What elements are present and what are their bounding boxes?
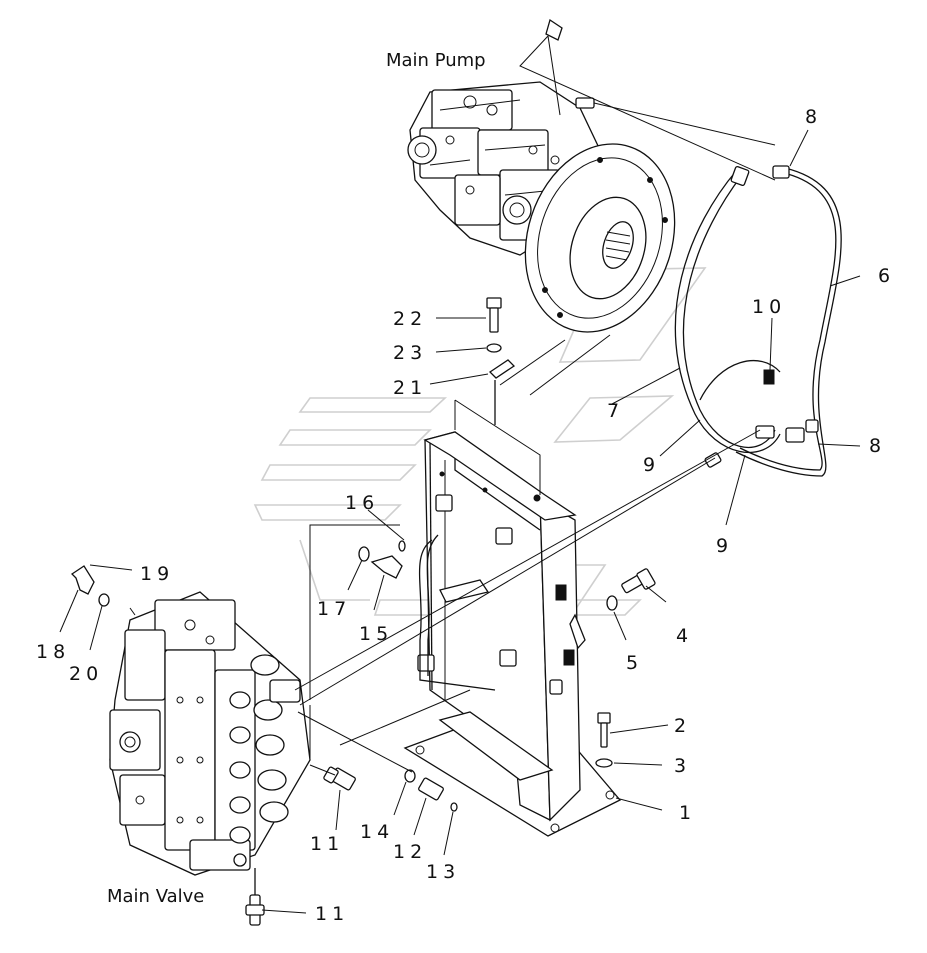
- fitting-12: [418, 777, 444, 801]
- sensor-11-bottom: [245, 868, 265, 926]
- callout-21: 21: [393, 377, 427, 399]
- clamp-21: [488, 359, 516, 425]
- callout-9-upper: 9: [643, 454, 660, 476]
- main-valve: [109, 591, 311, 876]
- leader-lines-pump: [519, 35, 776, 181]
- callout-8-right: 8: [869, 435, 886, 457]
- callout-11-bottom: 11: [315, 903, 349, 925]
- elbow-18: [70, 565, 95, 595]
- o-ring-16: [398, 540, 406, 552]
- callout-7: 7: [607, 400, 624, 422]
- fitting-15: [370, 555, 403, 579]
- main-pump-label: Main Pump: [386, 50, 486, 71]
- callout-17: 17: [317, 598, 351, 620]
- main-pump: [407, 18, 676, 333]
- o-ring-17: [358, 546, 370, 562]
- washer-5: [606, 595, 618, 611]
- callout-6: 6: [878, 265, 895, 287]
- callout-5: 5: [626, 652, 643, 674]
- callout-23: 23: [393, 342, 427, 364]
- callout-10: 10: [752, 296, 786, 318]
- callout-4: 4: [676, 625, 693, 647]
- bolt-2: [597, 712, 611, 748]
- callout-14: 14: [360, 821, 394, 843]
- callout-19: 19: [140, 563, 174, 585]
- o-ring-14: [404, 769, 416, 783]
- mounting-bracket-1: [403, 431, 622, 837]
- sensor-11-middle: [323, 766, 356, 791]
- bolt-4: [621, 568, 656, 594]
- callout-3: 3: [674, 755, 691, 777]
- callout-2: 2: [674, 715, 691, 737]
- main-valve-label: Main Valve: [107, 886, 204, 907]
- bolt-22: [486, 297, 502, 333]
- callout-9-lower: 9: [716, 535, 733, 557]
- hose-assembly-6: [674, 165, 842, 477]
- callout-11-middle: 11: [310, 833, 344, 855]
- callout-12: 12: [393, 841, 427, 863]
- o-ring-20: [98, 593, 110, 607]
- callout-13: 13: [426, 861, 460, 883]
- callout-leaders: [59, 129, 861, 914]
- o-ring-13: [450, 802, 458, 812]
- callout-16: 16: [345, 492, 379, 514]
- callout-20: 20: [69, 663, 103, 685]
- washer-3: [595, 758, 613, 768]
- callout-18: 18: [36, 641, 70, 663]
- washer-23: [486, 343, 502, 353]
- callout-1: 1: [679, 802, 696, 824]
- watermark-logo: [253, 267, 707, 616]
- callout-22: 22: [393, 308, 427, 330]
- callout-15: 15: [359, 623, 393, 645]
- callout-8-top: 8: [805, 106, 822, 128]
- connection-lines: [129, 334, 761, 776]
